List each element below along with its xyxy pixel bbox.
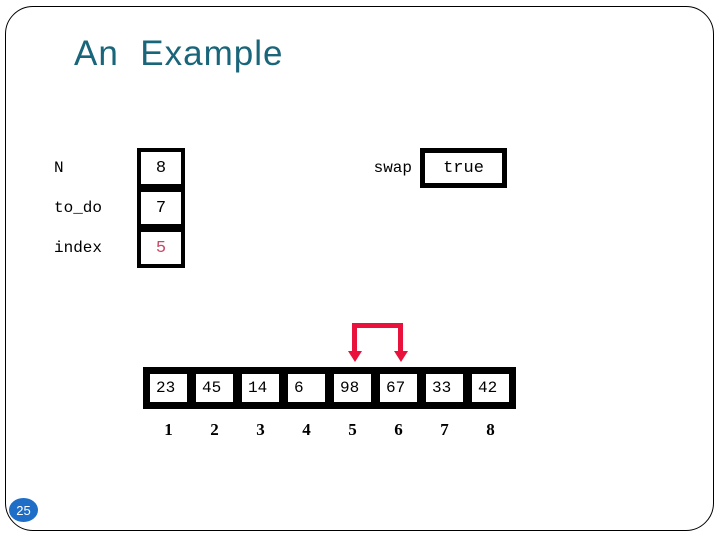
variable-value-to-do: 7: [155, 198, 167, 218]
array-cell-8: 42: [469, 371, 512, 405]
swap-arrowhead-left-icon: [348, 351, 362, 362]
array-cell-value-2: 45: [202, 379, 222, 397]
swap-arrow-bracket: [352, 323, 403, 352]
array-cell-value-4: 6: [294, 379, 304, 397]
array-index-label-2: 2: [210, 420, 219, 439]
array-cell-value-8: 42: [478, 379, 498, 397]
array-cell-value-7: 33: [432, 379, 452, 397]
array-cell-1: 23: [147, 371, 190, 405]
array-index-label-6: 6: [394, 420, 403, 439]
array-index-label-1: 1: [164, 420, 173, 439]
array-cell-7: 33: [423, 371, 466, 405]
page-number: 25: [16, 502, 31, 518]
variable-name-n: N: [54, 159, 64, 177]
array-index-label-7: 7: [440, 420, 449, 439]
array-index-label-5: 5: [348, 420, 357, 439]
variable-row-to-do: to_do 7: [54, 188, 185, 228]
variable-value-box-n: 8: [137, 148, 185, 188]
swap-variable: swap true: [330, 148, 507, 188]
swap-arrowhead-right-icon: [394, 351, 408, 362]
array-cell-value-6: 67: [386, 379, 406, 397]
array-cell-value-5: 98: [340, 379, 360, 397]
variable-value-index: 5: [155, 238, 167, 258]
variable-name-to-do: to_do: [54, 199, 103, 217]
array-index-label-3: 3: [256, 420, 265, 439]
array-cells: 23 45 14 6 98 67 33 42: [143, 367, 516, 409]
array-cell-value-1: 23: [156, 379, 176, 397]
array-cell-2: 45: [193, 371, 236, 405]
array-cell-4: 6: [285, 371, 328, 405]
variable-name-index: index: [54, 239, 103, 257]
slide-border: [5, 6, 714, 531]
slide-title: An Example: [74, 34, 284, 73]
swap-value-box: true: [420, 148, 507, 188]
array-cell-6: 67: [377, 371, 420, 405]
variable-row-index: index 5: [54, 228, 185, 268]
variable-value-n: 8: [155, 158, 167, 178]
array-index-label-8: 8: [486, 420, 495, 439]
array-cell-3: 14: [239, 371, 282, 405]
variable-row-n: N 8: [54, 148, 185, 188]
array-indices: 1 2 3 4 5 6 7 8: [147, 420, 512, 440]
page-number-badge: 25: [9, 498, 38, 522]
array-cell-value-3: 14: [248, 379, 268, 397]
variables-panel: N 8 to_do 7 index 5: [54, 148, 185, 268]
swap-value: true: [443, 158, 484, 178]
array-cell-5: 98: [331, 371, 374, 405]
array-index-label-4: 4: [302, 420, 311, 439]
variable-value-box-index: 5: [137, 228, 185, 268]
swap-label: swap: [373, 159, 412, 177]
variable-value-box-to-do: 7: [137, 188, 185, 228]
